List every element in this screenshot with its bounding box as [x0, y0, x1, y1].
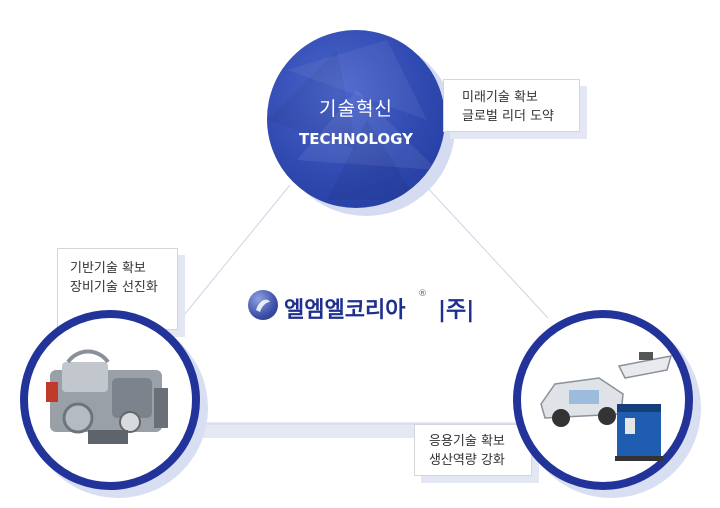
callout-right: 응용기술 확보 생산역량 강화	[414, 424, 532, 476]
callout-left-line2: 장비기술 선진화	[70, 280, 158, 295]
callout-top: 미래기술 확보 글로벌 리더 도약	[443, 79, 580, 132]
callout-right-line2: 생산역량 강화	[429, 453, 505, 468]
technology-circle	[267, 30, 445, 208]
corporation-mark: |주|	[438, 298, 475, 323]
callout-top-line1: 미래기술 확보	[462, 90, 538, 105]
foundation-ring	[20, 310, 200, 490]
center-title: 기술혁신	[319, 98, 393, 120]
engine-image	[46, 349, 168, 444]
callout-top-line2: 글로벌 리더 도약	[462, 109, 554, 124]
application-ring	[513, 310, 693, 490]
facet-pattern	[267, 40, 437, 200]
callout-right-line1: 응용기술 확보	[429, 434, 505, 449]
company-name: 엘엠엘코리아	[284, 298, 406, 323]
callout-left-line1: 기반기술 확보	[70, 261, 146, 276]
registered-mark: ®	[418, 289, 427, 299]
center-subtitle: TECHNOLOGY	[299, 130, 413, 148]
logo-icon	[248, 290, 278, 320]
products-image	[540, 352, 673, 461]
